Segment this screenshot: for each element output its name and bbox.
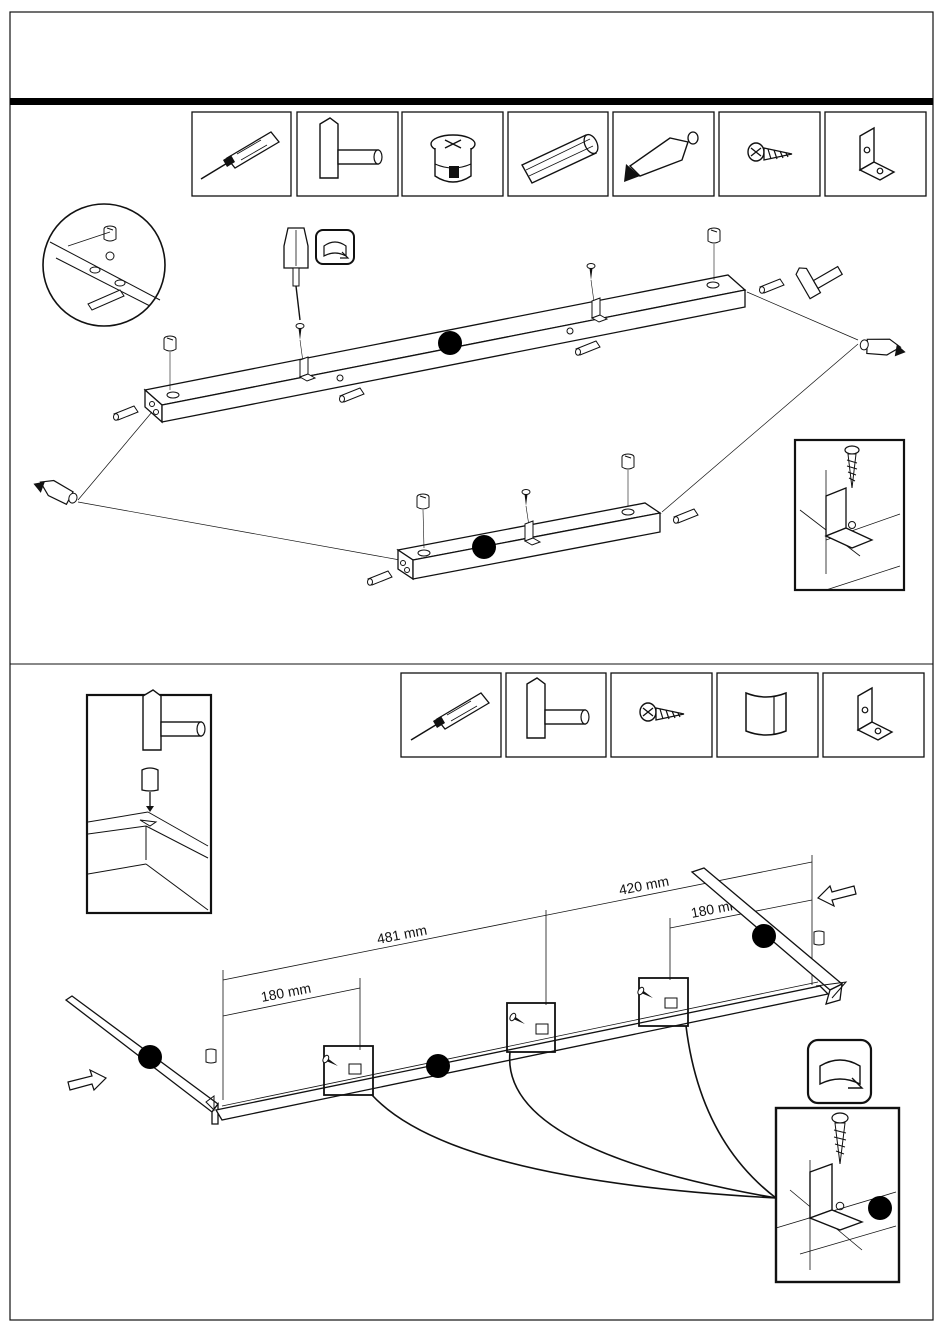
corner-cap-detail-box bbox=[87, 690, 211, 913]
corner-cap-part bbox=[814, 931, 824, 945]
detail-leader-lines bbox=[372, 1026, 776, 1198]
screw-icon bbox=[611, 673, 712, 757]
part-marker-short-rail bbox=[472, 535, 496, 559]
part-marker-left-rail bbox=[138, 1045, 162, 1069]
screw-part bbox=[296, 324, 304, 341]
bracket-detail-box bbox=[795, 440, 904, 590]
dowel-part bbox=[340, 388, 365, 402]
glue-bottle-icon bbox=[613, 112, 714, 196]
top-tool-row bbox=[192, 112, 926, 196]
glue-bottle-illustration bbox=[859, 334, 907, 360]
dimension-bracket-left: 180 mm bbox=[260, 980, 313, 1005]
insert-direction-arrow-icon bbox=[68, 1070, 106, 1090]
screwdriver-icon bbox=[401, 673, 501, 757]
screw-part bbox=[522, 490, 530, 507]
bracket-mount-detail-box bbox=[776, 1108, 899, 1282]
part-marker-long-rail bbox=[438, 331, 462, 355]
cam-lock-part bbox=[164, 336, 176, 351]
part-marker-bracket-detail bbox=[868, 1196, 892, 1220]
hammer-icon bbox=[506, 673, 606, 757]
dowel-part bbox=[760, 279, 785, 293]
corner-cap-part bbox=[206, 1049, 216, 1063]
cam-lock-part bbox=[417, 494, 429, 509]
part-marker-right-rail bbox=[752, 924, 776, 948]
cam-lock-detail-circle bbox=[43, 204, 165, 326]
screwdriver-icon bbox=[192, 112, 291, 196]
glue-bottle-illustration bbox=[31, 474, 80, 507]
rotate-clockwise-icon bbox=[316, 230, 354, 264]
rotate-clockwise-icon bbox=[808, 1040, 871, 1103]
screw-part bbox=[587, 264, 595, 281]
cam-lock-icon bbox=[402, 112, 503, 196]
dimension-overall-short: 420 mm bbox=[618, 873, 671, 898]
bottom-tool-row bbox=[401, 673, 924, 757]
hammer-tool-illustration bbox=[794, 251, 845, 299]
cam-lock-part bbox=[708, 228, 720, 243]
header-bar bbox=[10, 98, 933, 105]
dimension-overall-long: 481 mm bbox=[376, 922, 429, 947]
angle-bracket-icon bbox=[823, 673, 924, 757]
corner-cap-icon bbox=[717, 673, 818, 757]
screw-icon bbox=[719, 112, 820, 196]
dowel-part bbox=[674, 509, 699, 523]
dowel-part bbox=[368, 571, 393, 585]
wooden-dowel-icon bbox=[508, 112, 608, 196]
angle-bracket-icon bbox=[825, 112, 926, 196]
cam-lock-part bbox=[622, 454, 634, 469]
hammer-icon bbox=[297, 112, 398, 196]
dowel-part bbox=[576, 341, 601, 355]
insert-direction-arrow-icon bbox=[818, 886, 856, 906]
part-marker-long-rail bbox=[426, 1054, 450, 1078]
screwdriver-tool-illustration bbox=[284, 228, 308, 320]
dowel-part bbox=[114, 406, 139, 420]
